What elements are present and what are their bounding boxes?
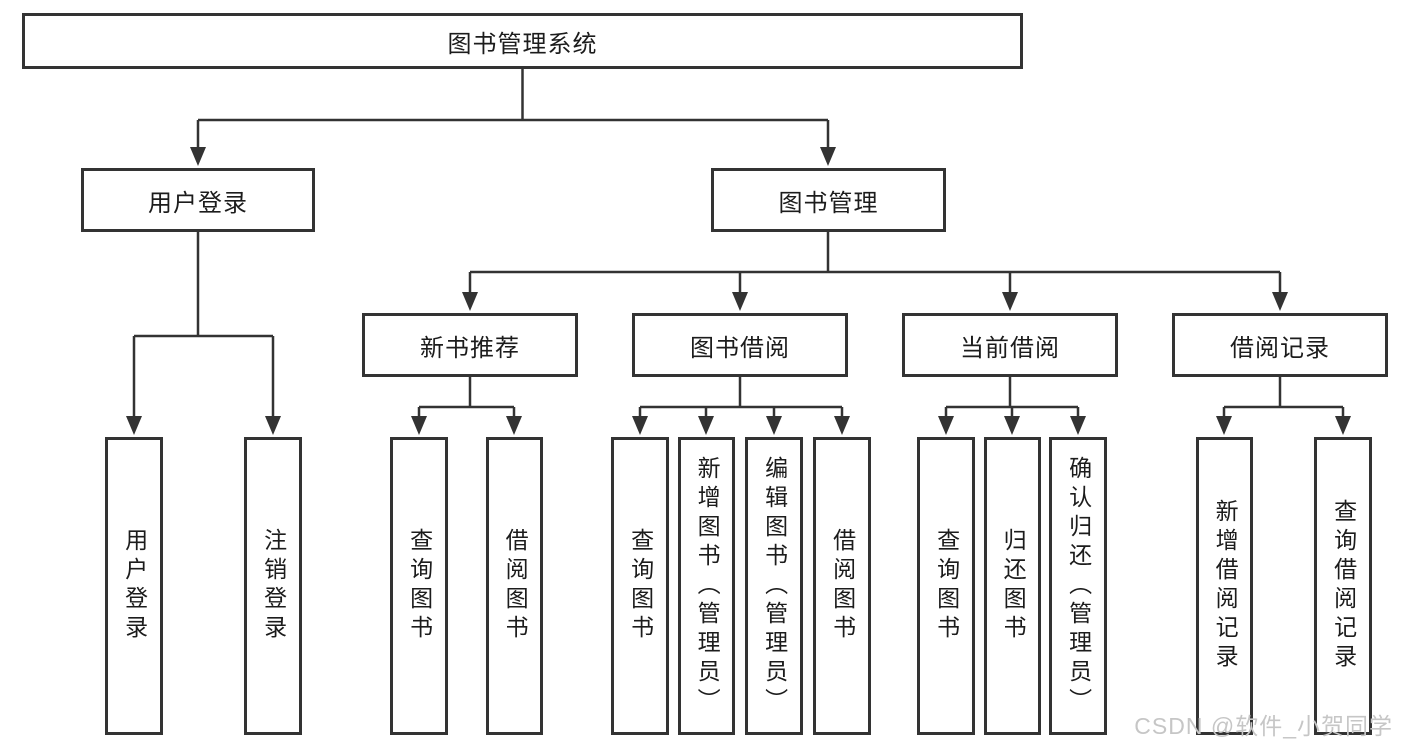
node-book-borrow: 图书借阅 — [632, 313, 848, 377]
leaf-user-login: 用户登录 — [105, 437, 163, 735]
node-user-login: 用户登录 — [81, 168, 315, 232]
node-new-book-recommend: 新书推荐 — [362, 313, 578, 377]
leaf-borrow-book: 借阅图书 — [813, 437, 871, 735]
leaf-logout: 注销登录 — [244, 437, 302, 735]
leaf-edit-book-admin: 编辑图书（管理员） — [745, 437, 803, 735]
connector-user-login — [126, 232, 281, 435]
watermark: CSDN @软件_小贺同学 — [1134, 713, 1393, 739]
leaf-confirm-return-admin: 确认归还（管理员） — [1049, 437, 1107, 735]
node-borrow-record: 借阅记录 — [1172, 313, 1388, 377]
node-root: 图书管理系统 — [22, 13, 1023, 69]
leaf-query-book-recommend: 查询图书 — [390, 437, 448, 735]
leaf-add-book-admin: 新增图书（管理员） — [678, 437, 735, 735]
leaf-query-book-current: 查询图书 — [917, 437, 975, 735]
node-book-management: 图书管理 — [711, 168, 946, 232]
leaf-query-book-borrow: 查询图书 — [611, 437, 669, 735]
connector-new-book-recommend — [411, 377, 522, 435]
connector-root — [190, 69, 836, 166]
node-current-borrow: 当前借阅 — [902, 313, 1118, 377]
connector-book-borrow — [632, 377, 850, 435]
leaf-borrow-book-recommend: 借阅图书 — [486, 437, 543, 735]
connector-book-management — [462, 232, 1288, 311]
connector-borrow-record — [1216, 377, 1351, 435]
connector-current-borrow — [938, 377, 1086, 435]
leaf-add-borrow-record: 新增借阅记录 — [1196, 437, 1253, 735]
leaf-query-borrow-record: 查询借阅记录 — [1314, 437, 1372, 735]
leaf-return-book: 归还图书 — [984, 437, 1041, 735]
